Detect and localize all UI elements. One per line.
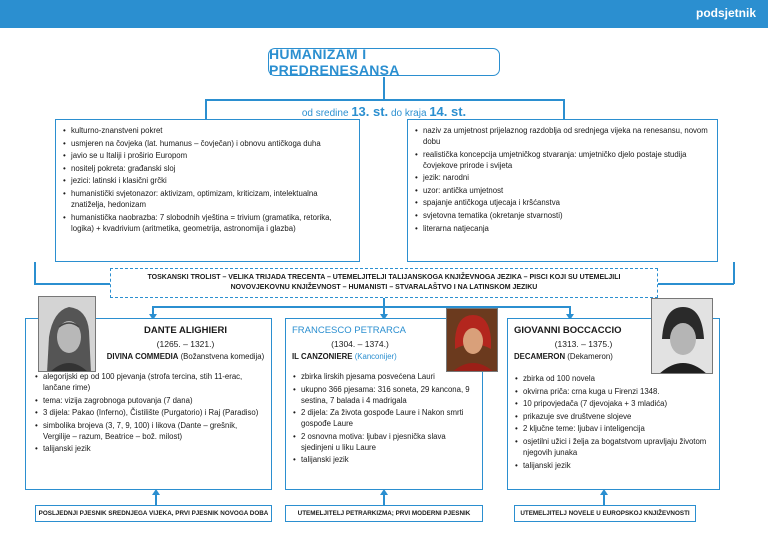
list-item: kulturno-znanstveni pokret: [62, 125, 353, 136]
list-item: 10 pripovjedača (7 djevojaka + 3 mladića…: [514, 398, 709, 409]
boccaccio-work-title: DECAMERON: [514, 352, 566, 361]
dante-name: DANTE ALIGHIERI: [143, 325, 228, 336]
trecento-text: TOSKANSKI TROLIST – VELIKA TRIJADA TRECE…: [147, 274, 621, 291]
list-item: talijanski jezik: [34, 443, 265, 454]
petrarca-heading: FRANCESCO PETRARCA (1304. – 1374.) IL CA…: [292, 325, 428, 361]
time-range-middle: do kraja: [388, 108, 430, 119]
petrarca-footer: UTEMELJITELJ PETRARKIZMA; PRVI MODERNI P…: [285, 505, 483, 522]
list-item: talijanski jezik: [292, 454, 476, 465]
list-item: humanistički svjetonazor: aktivizam, opt…: [62, 188, 353, 210]
dante-footer-text: POSLJEDNJI PJESNIK SREDNJEGA VIJEKA, PRV…: [38, 510, 269, 517]
boccaccio-work: DECAMERON (Dekameron): [514, 352, 653, 361]
dante-work-translation: (Božanstvena komedija): [180, 352, 265, 361]
dante-dates: (1265. – 1321.): [156, 339, 215, 349]
connector: [205, 99, 564, 101]
petrarca-name: FRANCESCO PETRARCA: [292, 325, 407, 336]
list-item: ukupno 366 pjesama: 316 soneta, 29 kanco…: [292, 384, 476, 406]
header-bar: podsjetnik: [0, 0, 768, 28]
list-item: prikazuje sve društvene slojeve: [514, 411, 709, 422]
list-item: zbirka od 100 novela: [514, 373, 709, 384]
list-item: 2 osnovna motiva: ljubav i pjesnička sla…: [292, 431, 476, 453]
header-tag: podsjetnik: [695, 6, 756, 20]
list-item: jezici: latinski i klasični grčki: [62, 175, 353, 186]
connector: [152, 306, 154, 316]
connector: [383, 77, 385, 99]
list-item: realistička koncepcija umjetničkog stvar…: [414, 149, 711, 171]
boccaccio-portrait-icon: [651, 298, 713, 374]
dante-work: DIVINA COMMEDIA (Božanstvena komedija): [106, 352, 265, 361]
connector: [383, 306, 385, 316]
connector: [569, 306, 571, 316]
connector: [383, 298, 385, 306]
connector: [34, 262, 36, 284]
list-item: talijanski jezik: [514, 460, 709, 471]
boccaccio-dates: (1313. – 1375.): [554, 339, 613, 349]
list-item: 2 ključne teme: ljubav i inteligencija: [514, 423, 709, 434]
list-item: literarna natjecanja: [414, 223, 711, 234]
list-item: 2 dijela: Za života gospođe Laure i Nako…: [292, 407, 476, 429]
list-item: usmjeren na čovjeka (lat. humanus – čovj…: [62, 138, 353, 149]
connector: [155, 494, 157, 505]
petrarca-work-title: IL CANZONIERE: [292, 352, 353, 361]
list-item: humanistička naobrazba: 7 slobodnih vješ…: [62, 212, 353, 234]
petrarca-list: zbirka lirskih pjesama posvećena Lauri u…: [292, 371, 476, 465]
list-item: zbirka lirskih pjesama posvećena Lauri: [292, 371, 476, 382]
time-range-prefix: od sredine: [301, 108, 352, 119]
list-item: uzor: antička umjetnost: [414, 185, 711, 196]
dante-heading: DANTE ALIGHIERI (1265. – 1321.) DIVINA C…: [106, 325, 265, 361]
humanism-box: kulturno-znanstveni pokret usmjeren na č…: [55, 119, 360, 262]
dante-box: DANTE ALIGHIERI (1265. – 1321.) DIVINA C…: [25, 318, 272, 490]
boccaccio-list: zbirka od 100 novela okvirna priča: crna…: [514, 373, 713, 471]
time-range: od sredine 13. st. do kraja 14. st.: [0, 104, 768, 119]
list-item: svjetovna tematika (okretanje stvarnosti…: [414, 210, 711, 221]
humanism-list: kulturno-znanstveni pokret usmjeren na č…: [62, 125, 353, 234]
arrow-down-icon: [149, 314, 157, 320]
predrenesansa-box: naziv za umjetnost prijelaznog razdoblja…: [407, 119, 718, 262]
connector: [563, 99, 565, 119]
arrow-up-icon: [380, 489, 388, 495]
list-item: okvirna priča: crna kuga u Firenzi 1348.: [514, 386, 709, 397]
list-item: javio se u Italiji i proširio Europom: [62, 150, 353, 161]
connector: [658, 283, 734, 285]
list-item: naziv za umjetnost prijelaznog razdoblja…: [414, 125, 711, 147]
trecento-box: TOSKANSKI TROLIST – VELIKA TRIJADA TRECE…: [110, 268, 658, 298]
connector: [152, 306, 570, 308]
boccaccio-footer: UTEMELJITELJ NOVELE U EUROPSKOJ KNJIŽEVN…: [514, 505, 696, 522]
list-item: 3 dijela: Pakao (Inferno), Čistilište (P…: [34, 407, 265, 418]
list-item: osjetilni užici i želja za bogatstvom up…: [514, 436, 709, 458]
connector: [205, 99, 207, 119]
time-range-from: 13. st.: [351, 104, 389, 119]
petrarca-dates: (1304. – 1374.): [331, 339, 389, 349]
connector: [34, 283, 110, 285]
arrow-up-icon: [600, 489, 608, 495]
list-item: simbolika brojeva (3, 7, 9, 100) i likov…: [34, 420, 265, 442]
petrarca-work: IL CANZONIERE (Kanconijer): [292, 352, 428, 361]
arrow-down-icon: [566, 314, 574, 320]
petrarca-work-translation: (Kanconijer): [354, 352, 397, 361]
petrarca-footer-text: UTEMELJITELJ PETRARKIZMA; PRVI MODERNI P…: [297, 510, 471, 517]
list-item: nositelj pokreta: građanski sloj: [62, 163, 353, 174]
boccaccio-heading: GIOVANNI BOCCACCIO (1313. – 1375.) DECAM…: [514, 325, 653, 361]
list-item: tema: vizija zagrobnoga putovanja (7 dan…: [34, 395, 265, 406]
connector: [603, 494, 605, 505]
main-title: HUMANIZAM I PREDRENESANSA: [268, 46, 500, 78]
connector: [733, 262, 735, 284]
connector: [383, 494, 385, 505]
boccaccio-work-translation: (Dekameron): [567, 352, 613, 361]
list-item: spajanje antičkoga utjecaja i kršćanstva: [414, 197, 711, 208]
dante-footer: POSLJEDNJI PJESNIK SREDNJEGA VIJEKA, PRV…: [35, 505, 272, 522]
list-item: jezik: narodni: [414, 172, 711, 183]
arrow-up-icon: [152, 489, 160, 495]
dante-portrait-icon: [38, 296, 96, 372]
boccaccio-footer-text: UTEMELJITELJ NOVELE U EUROPSKOJ KNJIŽEVN…: [520, 510, 690, 517]
time-range-to: 14. st.: [429, 104, 467, 119]
arrow-down-icon: [380, 314, 388, 320]
predrenesansa-list: naziv za umjetnost prijelaznog razdoblja…: [414, 125, 711, 234]
list-item: alegorijski ep od 100 pjevanja (strofa t…: [34, 371, 265, 393]
petrarca-portrait-icon: [446, 308, 498, 372]
dante-list: alegorijski ep od 100 pjevanja (strofa t…: [34, 371, 265, 454]
dante-work-title: DIVINA COMMEDIA: [106, 352, 179, 361]
boccaccio-name: GIOVANNI BOCCACCIO: [514, 325, 622, 336]
